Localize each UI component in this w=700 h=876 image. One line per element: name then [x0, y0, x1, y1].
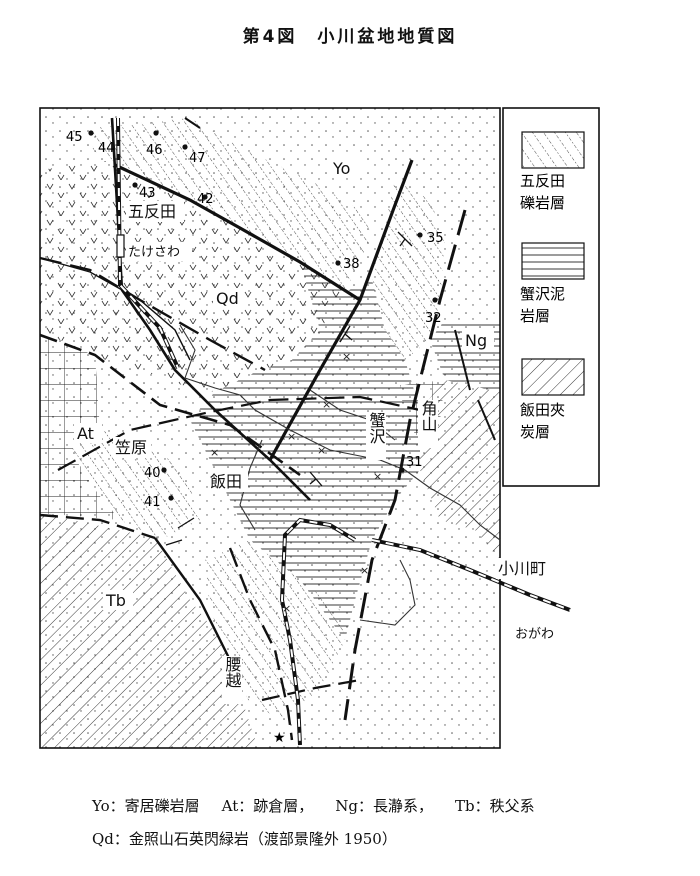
svg-text:×: × — [342, 350, 351, 363]
svg-text:飯田夾: 飯田夾 — [520, 401, 565, 419]
svg-text:×: × — [322, 398, 331, 411]
svg-text:×: × — [210, 446, 219, 459]
label-yo: Yo — [332, 159, 350, 178]
svg-text:炭層: 炭層 — [520, 423, 550, 441]
svg-text:岩層: 岩層 — [520, 307, 550, 325]
gotanda-conglomerate-west — [70, 430, 200, 540]
sample-point-38: 38 — [335, 257, 360, 272]
legend-swatch-horizontal — [521, 242, 585, 280]
svg-text:×: × — [360, 564, 369, 577]
svg-text:×: × — [282, 602, 291, 615]
place-ogawamachi: 小川町 — [498, 559, 546, 578]
caption-tb: Tb：秩父系 — [454, 797, 535, 815]
cross-markers: × × × × × × × × — [210, 350, 382, 615]
svg-text:礫岩層: 礫岩層 — [520, 194, 565, 212]
gotanda-conglomerate-east — [372, 180, 445, 360]
legend-item-gotanda: 五反田 礫岩層 — [520, 131, 585, 212]
star-marker: ★ — [273, 730, 286, 746]
railways — [39, 117, 571, 746]
label-ng: Ng — [465, 331, 487, 350]
sample-point-43: 43 — [132, 182, 156, 201]
strike-dip-markers — [165, 231, 413, 546]
sample-point-40: 40 — [144, 466, 167, 481]
sample-point-45: 45 — [66, 130, 94, 145]
svg-text:42: 42 — [197, 192, 214, 207]
formation-qd-area — [40, 160, 345, 392]
caption-line-2: Qd：金照山石英閃緑岩（渡部景隆外 1950） — [92, 828, 397, 849]
sample-point-41: 41 — [144, 495, 174, 510]
legend-swatch-dotted — [521, 131, 585, 169]
kanisawa-mudstone-center — [190, 262, 420, 640]
caption-line-1: Yo：寄居礫岩層 At：跡倉層， Ng：長瀞系， Tb：秩父系 — [92, 795, 535, 816]
svg-text:41: 41 — [144, 495, 161, 510]
place-kasahara: 笠原 — [115, 438, 147, 457]
svg-text:38: 38 — [343, 257, 360, 272]
gotanda-conglomerate-north — [92, 118, 372, 292]
label-tb: Tb — [105, 591, 126, 610]
sample-point-47: 47 — [182, 144, 206, 166]
svg-text:五反田: 五反田 — [520, 172, 565, 190]
svg-text:46: 46 — [146, 143, 163, 158]
svg-text:×: × — [317, 444, 326, 457]
sample-point-42: 42 — [197, 192, 214, 207]
legend: 五反田 礫岩層 蟹沢泥 岩層 飯田夾 炭層 — [502, 107, 600, 487]
place-kadoyama: 角山 — [419, 400, 438, 432]
svg-text:43: 43 — [139, 186, 156, 201]
sample-point-32: 32 — [425, 297, 442, 326]
map-frame — [39, 107, 501, 749]
caption-yo: Yo：寄居礫岩層 — [92, 797, 200, 815]
svg-text:32: 32 — [425, 311, 442, 326]
sample-point-31: 31 — [399, 455, 423, 473]
svg-text:35: 35 — [427, 231, 444, 246]
legend-frame — [502, 107, 600, 487]
caption-qd: Qd：金照山石英閃緑岩（渡部景隆外 1950） — [92, 830, 397, 848]
sample-point-46: 46 — [146, 130, 163, 158]
svg-text:44: 44 — [98, 141, 115, 156]
sample-point-35: 35 — [417, 231, 444, 246]
sample-point-44: 44 — [98, 141, 115, 156]
formation-tb-area — [40, 513, 258, 748]
sample-points: 45 44 46 47 43 42 38 35 32 31 40 41 — [66, 130, 444, 510]
caption-ng: Ng：長瀞系， — [335, 797, 433, 815]
svg-text:47: 47 — [189, 151, 206, 166]
svg-text:31: 31 — [406, 455, 423, 470]
svg-text:40: 40 — [144, 466, 161, 481]
place-gotanda: 五反田 — [128, 202, 176, 221]
iida-coal-bed-east — [420, 380, 500, 560]
svg-text:45: 45 — [66, 130, 83, 145]
label-qd: Qd — [216, 289, 239, 308]
place-koshigoe: 腰越 — [223, 656, 242, 688]
svg-text:×: × — [373, 470, 382, 483]
place-iida: 飯田 — [210, 472, 242, 491]
svg-text:蟹沢泥: 蟹沢泥 — [520, 285, 565, 303]
place-kanisawa: 蟹沢 — [367, 412, 386, 444]
caption-at: At：跡倉層， — [221, 797, 314, 815]
place-takesawa: たけさわ — [128, 245, 180, 260]
svg-text:×: × — [287, 430, 296, 443]
map-title: 第4図 小川盆地地質図 — [242, 27, 458, 47]
legend-item-kanisawa: 蟹沢泥 岩層 — [520, 242, 585, 325]
legend-item-iida: 飯田夾 炭層 — [520, 358, 585, 441]
label-at: At — [77, 424, 94, 443]
place-ogawa-station: おがわ — [515, 627, 554, 642]
legend-swatch-diagonal — [521, 358, 585, 396]
